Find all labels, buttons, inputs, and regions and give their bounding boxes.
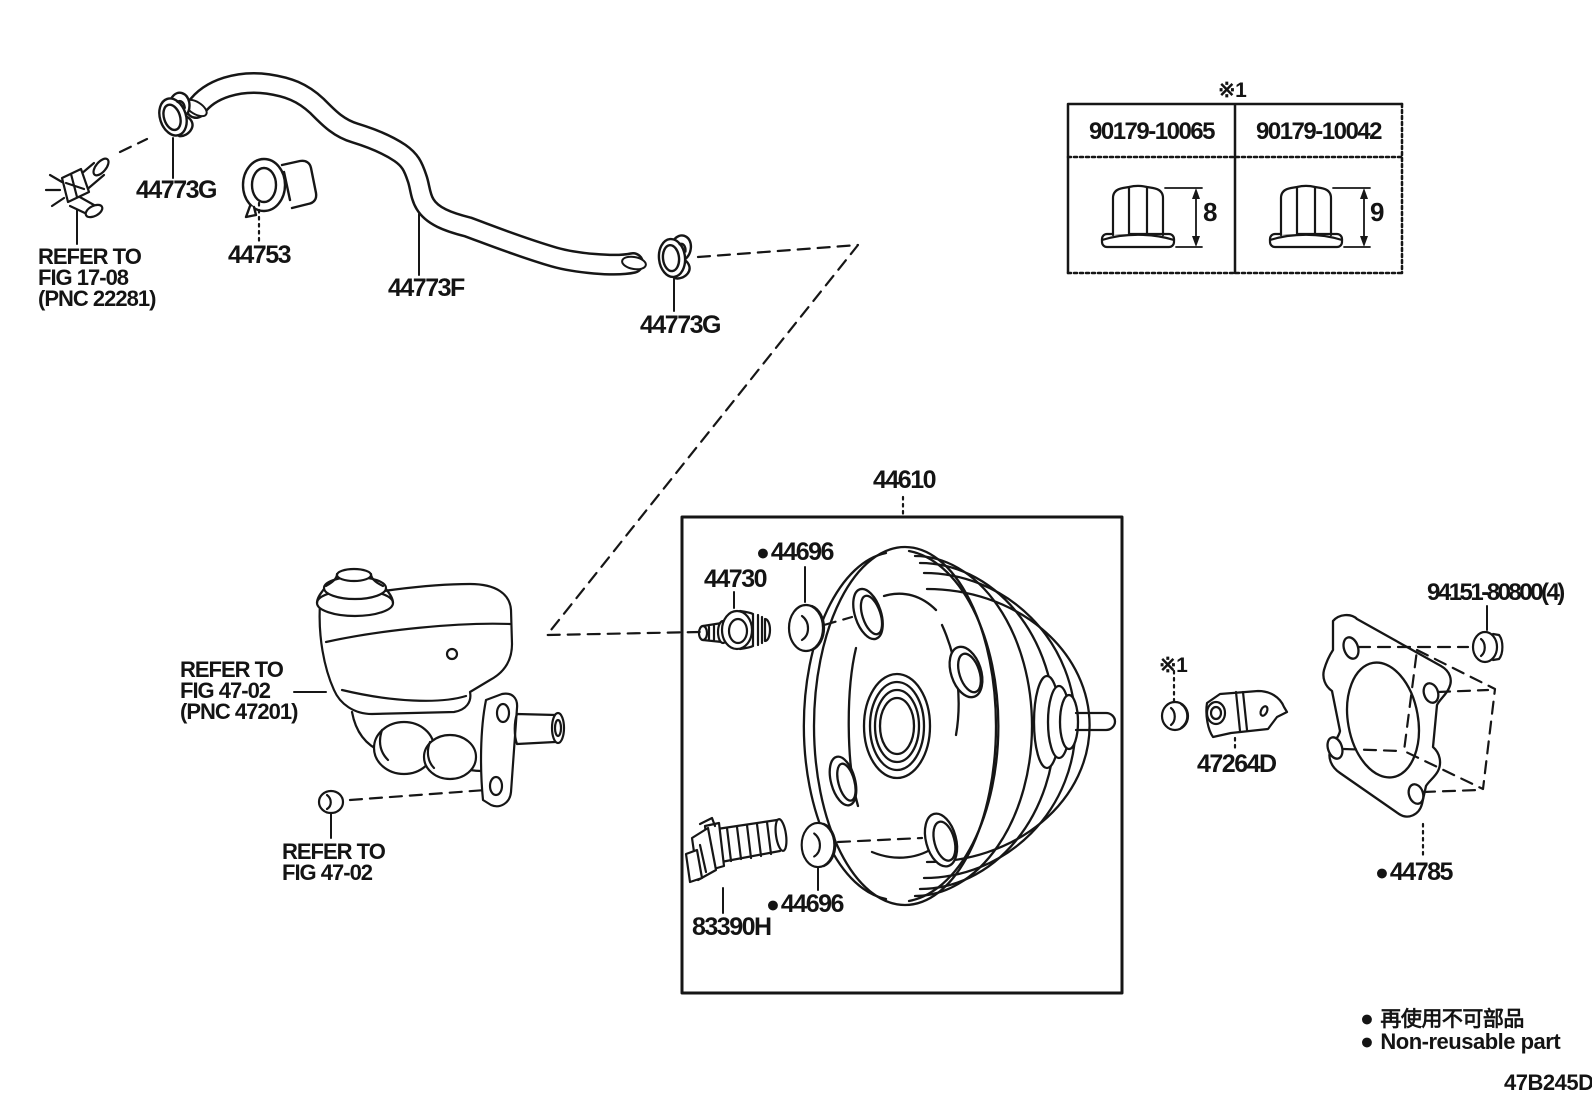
label-text: 44785 xyxy=(1389,858,1454,886)
legend-text-jp: 再使用不可部品 xyxy=(1380,1008,1524,1031)
leader-lines-solid xyxy=(76,137,1488,914)
clamp-47264d xyxy=(1205,689,1289,739)
label-connector: 44753 xyxy=(228,241,292,269)
label-booster: 44610 xyxy=(873,466,937,494)
label-grommet-lower: ●44696 xyxy=(766,890,845,918)
brake-booster xyxy=(802,545,1117,907)
label-text: 44696 xyxy=(770,538,835,566)
label-hose: 44773F xyxy=(388,274,465,302)
reference-line: FIG 17-08 xyxy=(38,265,129,290)
grommet-44696-upper xyxy=(787,603,826,653)
label-gasket: ●44785 xyxy=(1375,858,1454,886)
check-valve-44730 xyxy=(697,609,772,651)
booster-parts-box xyxy=(680,515,1124,995)
reference-line: FIG 47-02 xyxy=(180,678,271,703)
nut-note-symbol: ※1 xyxy=(1159,654,1188,677)
assembly-dashed-lines xyxy=(118,137,1497,844)
reference-line: REFER TO xyxy=(180,657,284,682)
non-reusable-bullet: ● xyxy=(756,539,770,565)
reference-fig-17-08: REFER TO FIG 17-08 (PNC 22281) xyxy=(38,244,156,311)
reference-line: REFER TO xyxy=(282,839,386,864)
check-valve-fig17-08 xyxy=(44,157,110,219)
reference-fig-47-02-grommet: REFER TO FIG 47-02 xyxy=(282,839,386,885)
grommet-44696-lower xyxy=(800,821,837,869)
hose-clamp-44773g-b xyxy=(655,233,696,282)
nut-size-table xyxy=(1066,102,1404,275)
nut-height-value-1: 8 xyxy=(1203,197,1218,227)
label-check-valve: 44730 xyxy=(704,565,768,593)
reference-fig-47-02-main: REFER TO FIG 47-02 (PNC 47201) xyxy=(180,657,298,724)
nut-height-value-2: 9 xyxy=(1370,197,1385,227)
figure-code: 47B245D xyxy=(1504,1070,1592,1095)
non-reusable-bullet: ● xyxy=(766,891,780,917)
gasket-44785 xyxy=(1322,613,1452,818)
table-header-part-2: 90179-10042 xyxy=(1256,118,1382,145)
label-clamp-bracket: 47264D xyxy=(1197,750,1277,778)
non-reusable-bullet: ● xyxy=(1360,1004,1374,1031)
label-hose-clamp-a: 44773G xyxy=(136,176,217,204)
label-text: 44696 xyxy=(780,890,845,918)
label-grommet-upper: ●44696 xyxy=(756,538,835,566)
leader-lines-dotted xyxy=(257,201,1425,860)
legend-non-reusable-en: ● Non-reusable part xyxy=(1360,1028,1561,1055)
table-note-symbol: ※1 xyxy=(1218,79,1247,102)
legend-non-reusable-jp: ● 再使用不可部品 xyxy=(1360,1003,1524,1033)
stud-nut-94151 xyxy=(1471,630,1504,664)
non-reusable-bullet: ● xyxy=(1360,1028,1374,1054)
reference-line: (PNC 47201) xyxy=(180,699,298,724)
flange-nut-x1 xyxy=(1160,700,1190,732)
master-cylinder xyxy=(315,567,566,808)
mc-grommet xyxy=(317,789,345,815)
reference-line: REFER TO xyxy=(38,244,142,269)
label-pressure-sensor: 83390H xyxy=(692,913,772,941)
pressure-sensor-83390h xyxy=(684,816,788,884)
label-hose-clamp-b: 44773G xyxy=(640,311,721,339)
legend-text-en: Non-reusable part xyxy=(1380,1028,1561,1054)
connector-44753 xyxy=(241,157,318,219)
label-stud-nut: 94151-80800(4) xyxy=(1427,579,1565,606)
vacuum-hose-44773f xyxy=(184,72,647,276)
non-reusable-bullet: ● xyxy=(1375,859,1389,885)
table-header-part-1: 90179-10065 xyxy=(1089,118,1215,145)
reference-line: FIG 47-02 xyxy=(282,860,373,885)
reference-line: (PNC 22281) xyxy=(38,286,156,311)
